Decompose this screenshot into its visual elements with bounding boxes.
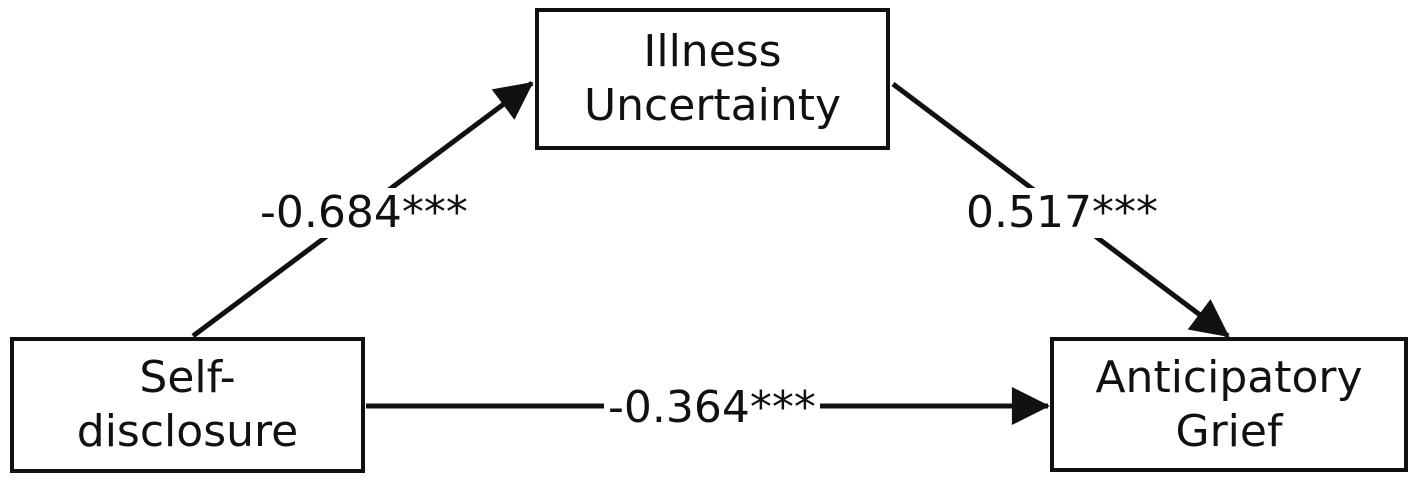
outcome-label-line-2: Grief — [1175, 405, 1283, 457]
outcome-label-line-1: Anticipatory — [1095, 351, 1363, 403]
predictor-box: Self- disclosure — [10, 337, 365, 473]
path-a-coefficient: -0.684*** — [256, 188, 472, 238]
path-b-coefficient: 0.517*** — [962, 188, 1162, 238]
predictor-label-line-1: Self- — [139, 352, 236, 403]
mediator-label-line-2: Uncertainty — [583, 80, 842, 131]
mediator-box: Illness Uncertainty — [535, 8, 890, 150]
mediator-label-line-1: Illness — [643, 26, 782, 77]
path-c-coefficient: -0.364*** — [604, 383, 820, 433]
outcome-box: Anticipatory Grief — [1050, 337, 1408, 472]
predictor-label-line-2: disclosure — [76, 406, 299, 457]
